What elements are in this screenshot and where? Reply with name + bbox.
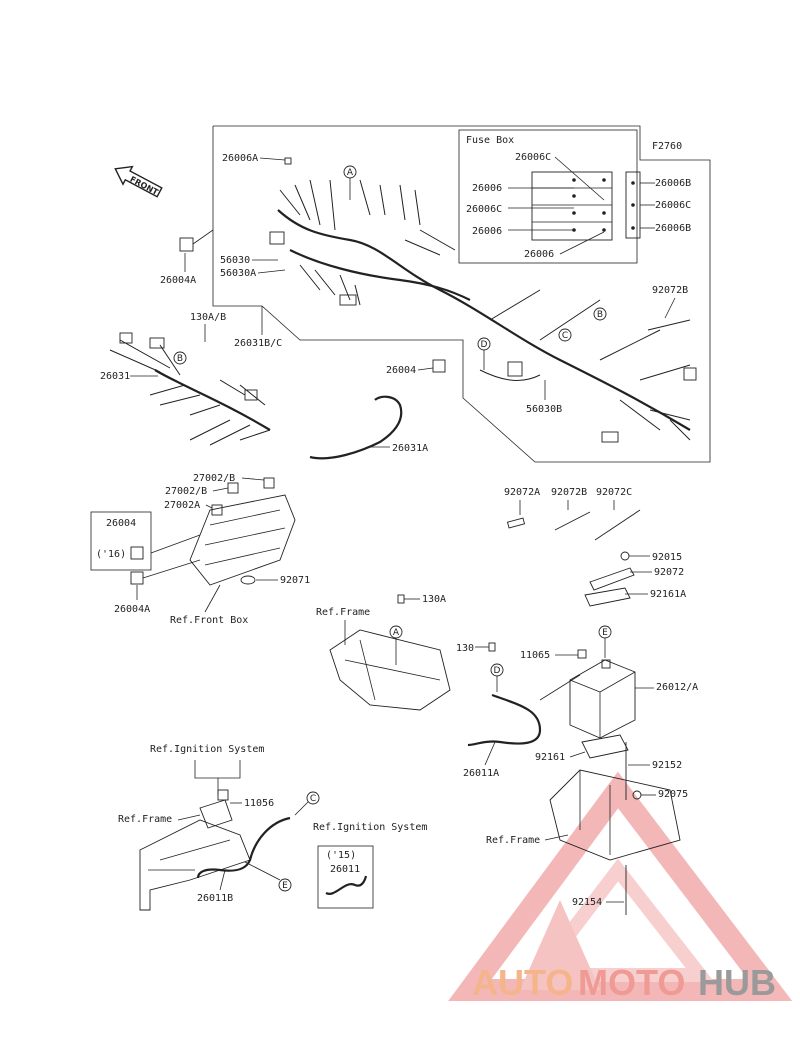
fuse-label-left-3: 26006C bbox=[466, 204, 502, 215]
harness-frame: F2760 bbox=[212, 125, 711, 463]
label-16: ('16) bbox=[96, 549, 126, 560]
callouts-top: A B C D B bbox=[173, 165, 607, 370]
figure-code: F2760 bbox=[652, 141, 682, 152]
watermark-logo bbox=[448, 771, 793, 1001]
label-26004: 26004 bbox=[386, 365, 416, 376]
label-11056: 11056 bbox=[244, 798, 274, 809]
callout-d2: D bbox=[494, 666, 501, 676]
label-26011B: 26011B bbox=[197, 893, 233, 904]
top-labels: 26006A 26004A 56030 56030A 130A/B 26031B… bbox=[100, 153, 691, 454]
label-26004A-bot: 26004A bbox=[114, 604, 150, 615]
fuse-label-left-1: 26006C bbox=[515, 152, 551, 163]
fuse-label-left-5: 26006 bbox=[524, 249, 554, 260]
label-26012A: 26012/A bbox=[656, 682, 698, 693]
label-27002B-2: 27002/B bbox=[165, 486, 207, 497]
label-27002A: 27002A bbox=[164, 500, 200, 511]
label-56030A: 56030A bbox=[220, 268, 256, 279]
label-ref-frame-1: Ref.Frame bbox=[316, 607, 370, 618]
watermark-hub: HUB bbox=[698, 962, 776, 1003]
label-26004-box: 26004 bbox=[106, 518, 136, 529]
label-26031A: 26031A bbox=[392, 443, 428, 454]
sub-harness-26031 bbox=[109, 332, 271, 446]
label-56030B: 56030B bbox=[526, 404, 562, 415]
label-92075: 92075 bbox=[658, 789, 688, 800]
label-92072: 92072 bbox=[654, 567, 684, 578]
fuse-label-left-2: 26006 bbox=[472, 183, 502, 194]
label-92072A: 92072A bbox=[504, 487, 540, 498]
label-56030: 56030 bbox=[220, 255, 250, 266]
label-15: ('15) bbox=[326, 850, 356, 861]
ignition-area: Ref.Ignition System 11056 Ref.Frame C Re… bbox=[118, 744, 427, 911]
label-130: 130 bbox=[456, 643, 474, 654]
label-ref-frame-2: Ref.Frame bbox=[118, 814, 172, 825]
callout-a1: A bbox=[347, 168, 354, 178]
watermark-auto: AUTO bbox=[472, 962, 573, 1003]
callout-a2: A bbox=[393, 628, 400, 638]
label-92072C: 92072C bbox=[596, 487, 632, 498]
fuse-box: Fuse Box 26006C 26006 26006C 26006 26006… bbox=[466, 135, 691, 260]
label-130AB: 130A/B bbox=[190, 312, 226, 323]
label-26031: 26031 bbox=[100, 371, 130, 382]
label-26004A-top: 26004A bbox=[160, 275, 196, 286]
protectors: 92072A 92072B 92072C bbox=[504, 487, 641, 541]
fuse-label-right-3: 26006B bbox=[655, 223, 691, 234]
label-11065: 11065 bbox=[520, 650, 550, 661]
label-92154: 92154 bbox=[572, 897, 602, 908]
main-wiring-harness bbox=[179, 157, 697, 443]
label-ref-ignition-1: Ref.Ignition System bbox=[150, 744, 264, 755]
callout-e2: E bbox=[282, 881, 288, 891]
harness-26031A bbox=[309, 395, 403, 460]
label-26011: 26011 bbox=[330, 864, 360, 875]
fuse-label-right-2: 26006C bbox=[655, 200, 691, 211]
label-26011A: 26011A bbox=[463, 768, 499, 779]
watermark-text: AUTO MOTO HUB bbox=[472, 962, 776, 1003]
battery-assembly: 92015 92072 92161A E 26012/A 92161 11065… bbox=[486, 551, 698, 915]
callout-b2: B bbox=[597, 310, 603, 320]
label-92071: 92071 bbox=[280, 575, 310, 586]
front-arrow-icon: FRONT bbox=[114, 165, 163, 198]
label-92072B-top: 92072B bbox=[652, 285, 688, 296]
middle-frame: Ref.Frame 130A A bbox=[316, 594, 451, 711]
front-box bbox=[189, 477, 296, 586]
callout-d1: D bbox=[481, 340, 488, 350]
fuse-label-left-4: 26006 bbox=[472, 226, 502, 237]
label-ref-frame-3: Ref.Frame bbox=[486, 835, 540, 846]
fuse-box-title: Fuse Box bbox=[466, 135, 514, 146]
label-92072B: 92072B bbox=[551, 487, 587, 498]
watermark-moto: MOTO bbox=[578, 962, 685, 1003]
label-ref-front-box: Ref.Front Box bbox=[170, 615, 248, 626]
fuse-label-right-1: 26006B bbox=[655, 178, 691, 189]
label-26006A: 26006A bbox=[222, 153, 258, 164]
label-26031BC: 26031B/C bbox=[234, 338, 282, 349]
callout-e1: E bbox=[602, 628, 608, 638]
callout-c2: C bbox=[310, 794, 316, 804]
label-92161: 92161 bbox=[535, 752, 565, 763]
label-27002B-1: 27002/B bbox=[193, 473, 235, 484]
label-ref-ignition-2: Ref.Ignition System bbox=[313, 822, 427, 833]
cable-26011A: 130 D 26011A bbox=[456, 642, 581, 779]
label-92015: 92015 bbox=[652, 552, 682, 563]
label-130A: 130A bbox=[422, 594, 446, 605]
label-92152: 92152 bbox=[652, 760, 682, 771]
label-92161A: 92161A bbox=[650, 589, 686, 600]
front-box-labels: 27002/B 27002/B 27002A 26004 ('16) 26004… bbox=[90, 473, 310, 626]
callout-b1: B bbox=[177, 354, 183, 364]
callout-c1: C bbox=[562, 331, 568, 341]
